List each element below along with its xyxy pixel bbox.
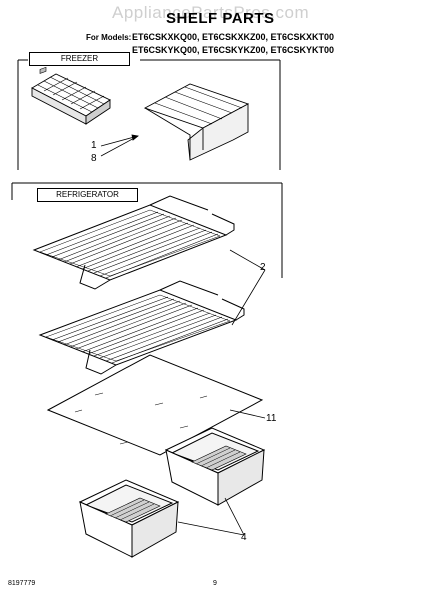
leader-lines bbox=[100, 134, 266, 536]
callout-4: 4 bbox=[241, 532, 247, 543]
models-label: For Models: bbox=[86, 33, 132, 42]
refrigerator-frame bbox=[11, 182, 283, 278]
freezer-frame bbox=[17, 59, 281, 170]
wire-shelf-upper bbox=[32, 195, 235, 290]
page-title: SHELF PARTS bbox=[166, 10, 275, 27]
freezer-shelf bbox=[143, 83, 250, 161]
ice-tray bbox=[31, 66, 111, 125]
page-number: 9 bbox=[213, 580, 217, 587]
glass-shelf bbox=[46, 354, 264, 456]
document-number: 8197779 bbox=[8, 580, 36, 587]
freezer-section-label: FREEZER bbox=[29, 52, 130, 66]
models-line-2: ET6CSKYKQ00, ET6CSKYKZ00, ET6CSKYKT00 bbox=[132, 45, 335, 55]
crisper-right bbox=[164, 427, 266, 506]
callout-2: 2 bbox=[260, 262, 266, 273]
wire-shelf-lower bbox=[38, 280, 245, 375]
callout-8: 8 bbox=[91, 153, 97, 164]
refrigerator-section-label: REFRIGERATOR bbox=[37, 188, 138, 202]
callout-1: 1 bbox=[91, 140, 97, 151]
callout-11: 11 bbox=[266, 413, 277, 424]
watermark-text: AppliancePartsPros.com bbox=[112, 3, 310, 22]
models-line-1: ET6CSKXKQ00, ET6CSKXKZ00, ET6CSKXKT00 bbox=[132, 32, 335, 42]
crisper-left bbox=[78, 479, 180, 558]
